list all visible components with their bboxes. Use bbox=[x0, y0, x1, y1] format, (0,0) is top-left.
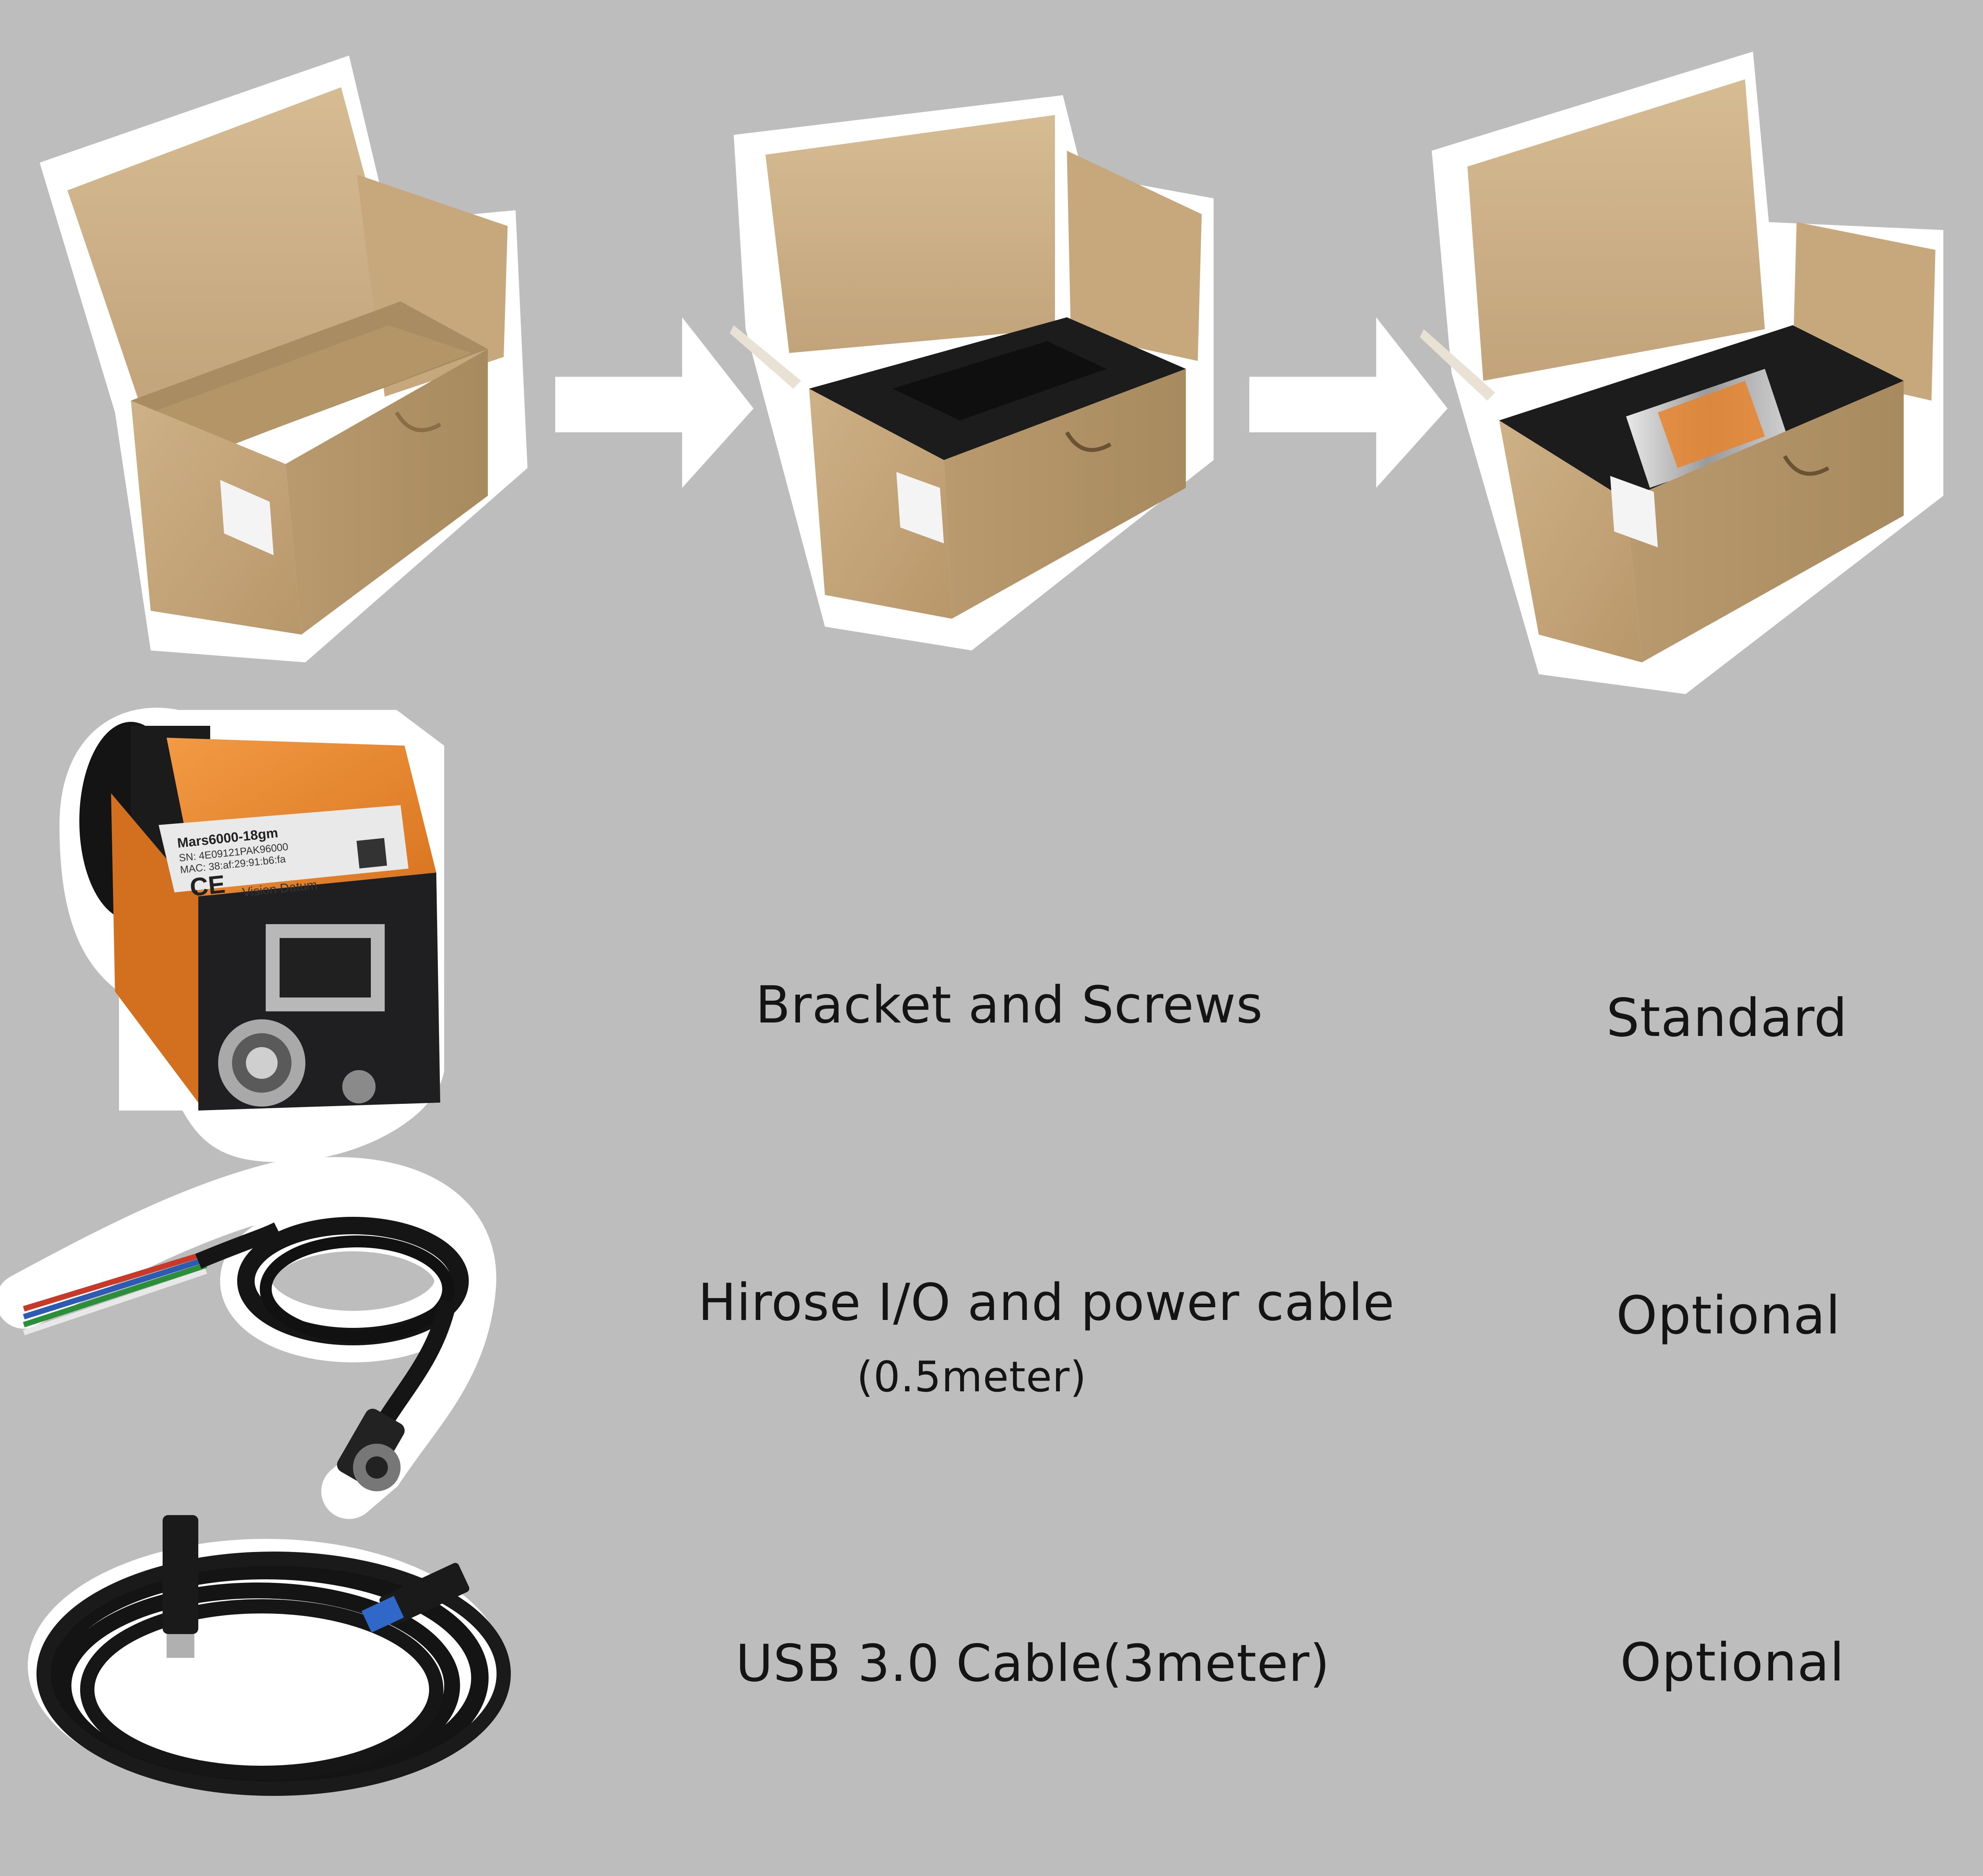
qr-code-icon bbox=[356, 838, 387, 869]
accessory-description: Bracket and Screws bbox=[756, 976, 1263, 1035]
box-with-foam-insert bbox=[730, 95, 1214, 650]
accessory-description: USB 3.0 Cable(3meter) bbox=[736, 1634, 1330, 1693]
hirose-cable bbox=[0, 1157, 497, 1519]
arrow-right-icon bbox=[555, 317, 754, 488]
accessory-note: (0.5meter) bbox=[857, 1352, 1087, 1401]
accessory-status: Optional bbox=[1620, 1632, 1845, 1693]
accessory-status: Standard bbox=[1606, 988, 1848, 1049]
ce-mark: CE bbox=[188, 870, 226, 902]
accessory-description: Hirose I/O and power cable bbox=[698, 1273, 1395, 1332]
arrow-right-icon bbox=[1249, 317, 1448, 488]
empty-box bbox=[40, 56, 527, 662]
usb-cable bbox=[28, 1515, 511, 1796]
accessory-status: Optional bbox=[1616, 1285, 1841, 1346]
camera bbox=[59, 708, 444, 1162]
box-with-camera bbox=[1420, 52, 1943, 694]
